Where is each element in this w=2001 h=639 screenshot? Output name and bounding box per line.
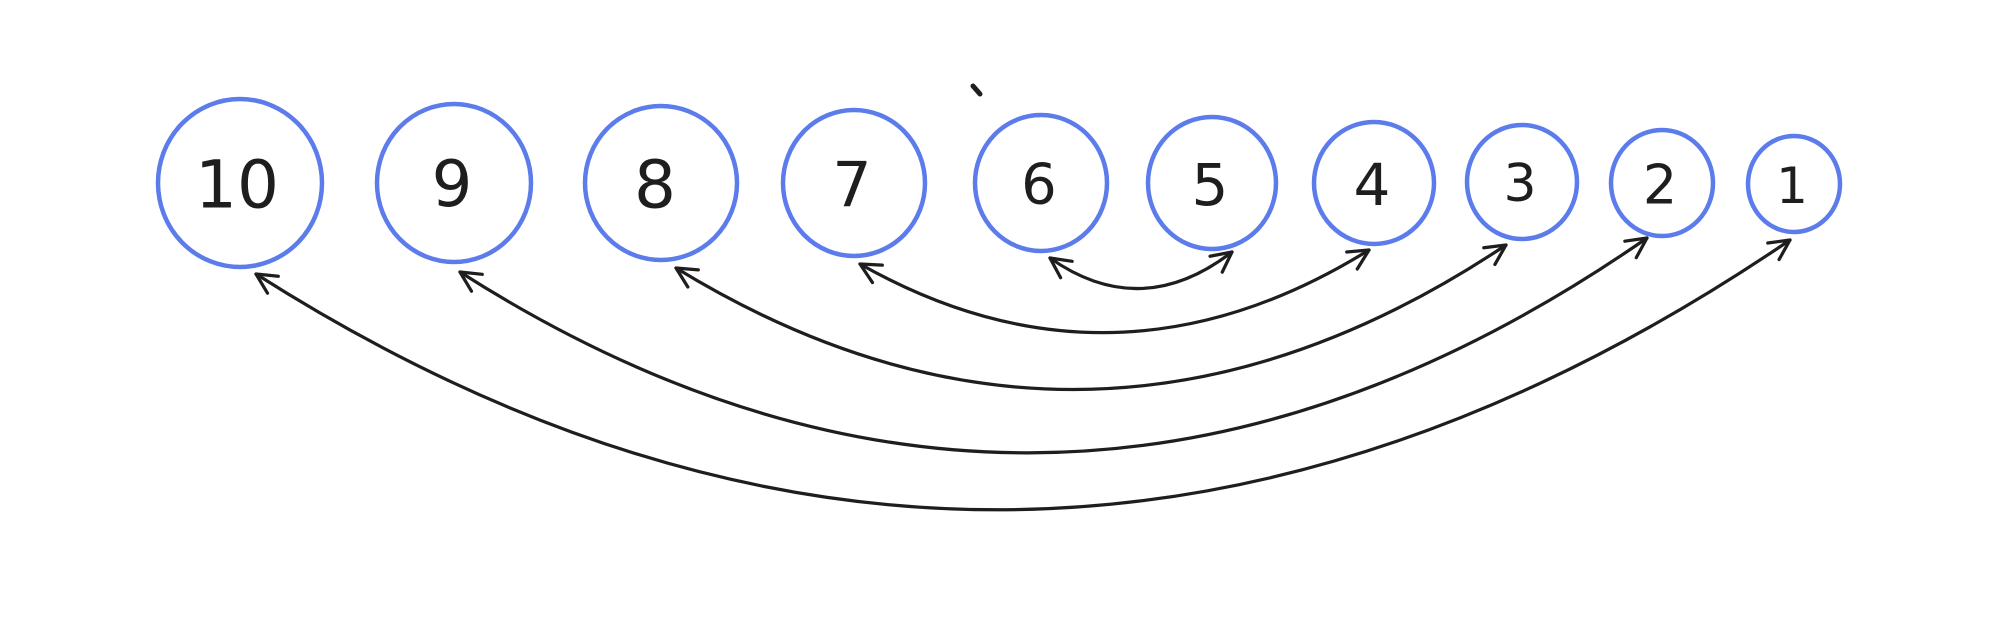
node-7: 7 xyxy=(780,107,928,259)
node-label-1: 1 xyxy=(1776,157,1808,215)
node-9: 9 xyxy=(374,101,534,265)
node-circle-8 xyxy=(582,103,740,263)
node-label-3: 3 xyxy=(1503,154,1536,214)
node-label-10: 10 xyxy=(195,147,279,224)
node-10: 10 xyxy=(155,96,325,270)
node-circle-5 xyxy=(1145,114,1279,252)
node-4: 4 xyxy=(1311,119,1437,247)
node-3: 3 xyxy=(1464,122,1580,242)
node-label-8: 8 xyxy=(634,147,676,224)
arc-9-2 xyxy=(458,236,1649,455)
node-circle-7 xyxy=(780,107,928,259)
node-circle-3 xyxy=(1464,122,1580,242)
arc-8-3 xyxy=(674,243,1508,392)
node-label-7: 7 xyxy=(832,149,871,222)
node-1: 1 xyxy=(1745,133,1843,235)
node-label-9: 9 xyxy=(432,148,473,222)
node-5: 5 xyxy=(1145,114,1279,252)
node-circle-4 xyxy=(1311,119,1437,247)
node-2: 2 xyxy=(1608,127,1716,239)
node-label-2: 2 xyxy=(1643,154,1677,217)
node-circle-1 xyxy=(1745,133,1843,235)
node-8: 8 xyxy=(582,103,740,263)
node-6: 6 xyxy=(972,112,1110,254)
stray-pen-mark xyxy=(970,83,983,97)
node-circle-6 xyxy=(972,112,1110,254)
node-circle-2 xyxy=(1608,127,1716,239)
node-label-5: 5 xyxy=(1192,151,1229,219)
arc-6-5 xyxy=(1048,250,1234,291)
node-label-6: 6 xyxy=(1021,153,1057,218)
node-circle-9 xyxy=(374,101,534,265)
node-circle-10 xyxy=(155,96,325,270)
arc-10-1 xyxy=(254,238,1792,512)
arc-7-4 xyxy=(858,248,1371,335)
node-label-4: 4 xyxy=(1354,151,1391,219)
